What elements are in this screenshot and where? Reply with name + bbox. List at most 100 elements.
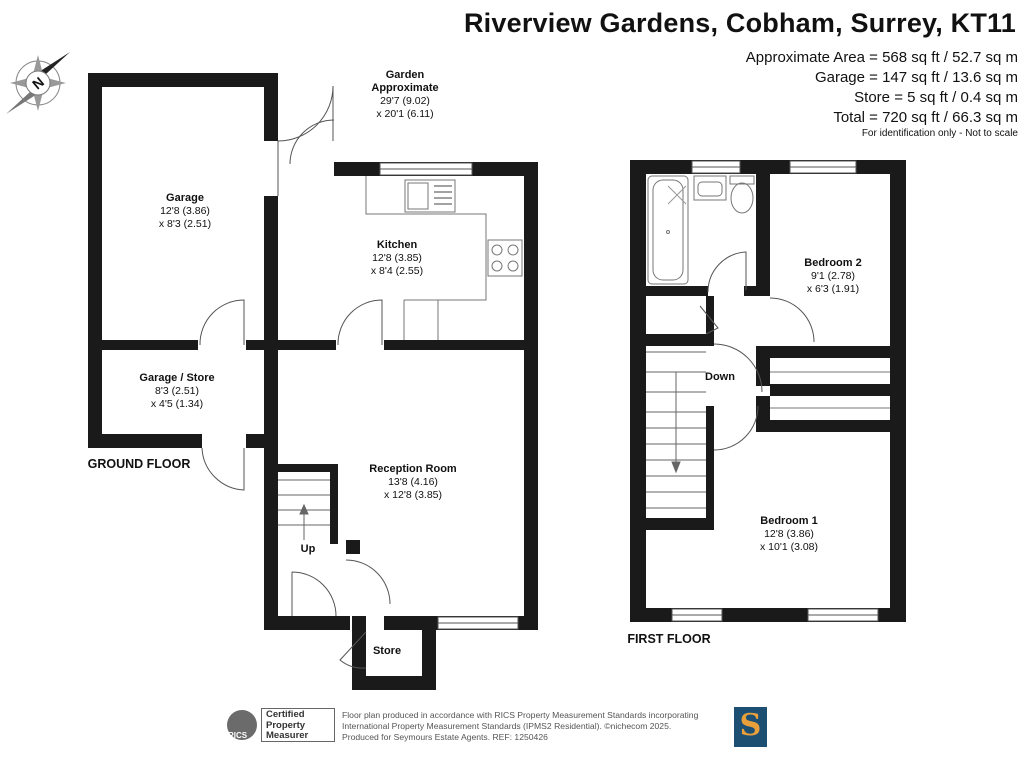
room-bedroom1-name: Bedroom 1	[760, 515, 817, 527]
door-arc	[345, 559, 391, 605]
wall	[264, 616, 350, 630]
bath-icon	[647, 175, 689, 285]
compass-north-icon: N	[6, 52, 70, 114]
room-garage-store-dim-2: x 4'5 (1.34)	[151, 398, 203, 410]
door-arc	[291, 571, 337, 617]
wall	[330, 464, 338, 544]
ground-floor-windows	[379, 162, 519, 630]
footer-disclaimer: Floor plan produced in accordance with R…	[342, 710, 732, 743]
rics-certified-badge: RICS Certified Property Measurer	[223, 708, 341, 744]
door-arc	[277, 85, 334, 142]
ground-floor-stairs	[278, 479, 330, 540]
property-title: Riverview Gardens, Cobham, Surrey, KT11	[463, 8, 1016, 38]
sink-icon	[404, 179, 456, 213]
wall	[246, 340, 276, 350]
wall	[770, 384, 890, 396]
door-arc	[289, 119, 335, 165]
room-bedroom2-dim-1: 9'1 (2.78)	[811, 270, 855, 282]
wall	[88, 434, 202, 448]
room-bedroom1-dim-1: 12'8 (3.86)	[764, 528, 814, 540]
wall	[352, 616, 366, 690]
agent-logo: S	[734, 707, 767, 747]
garden-label: Garden	[386, 69, 425, 81]
wall	[384, 340, 530, 350]
room-store-name: Store	[373, 645, 401, 657]
wall	[890, 160, 906, 622]
wall	[630, 160, 906, 174]
floor-plan-drawing: N	[6, 52, 906, 690]
room-kitchen-dim-2: x 8'4 (2.55)	[371, 265, 423, 277]
room-bedroom1-dim-2: x 10'1 (3.08)	[760, 541, 818, 553]
area-total: Total = 720 sq ft / 66.3 sq m	[833, 109, 1018, 126]
first-floor-stairs	[646, 351, 706, 509]
scale-disclaimer: For identification only - Not to scale	[861, 128, 1018, 139]
wall	[346, 540, 360, 554]
room-reception-dim-2: x 12'8 (3.85)	[384, 489, 442, 501]
room-garage-name: Garage	[166, 192, 204, 204]
door-arc	[337, 299, 383, 346]
rics-logo-icon	[227, 710, 257, 740]
rics-line-1: Certified	[266, 709, 305, 720]
door-arc	[707, 251, 747, 293]
wall	[88, 73, 278, 87]
ground-floor-labels: Garden Approximate 29'7 (9.02) x 20'1 (6…	[88, 69, 457, 657]
ground-floor-plan	[88, 73, 538, 690]
garden-label-approx: Approximate	[371, 82, 438, 94]
area-garage: Garage = 147 sq ft / 13.6 sq m	[814, 69, 1018, 86]
ground-floor-doors	[199, 85, 391, 669]
room-reception-name: Reception Room	[369, 463, 457, 475]
room-garage-dim-1: 12'8 (3.86)	[160, 205, 210, 217]
kitchen-fixtures	[365, 176, 523, 340]
wall	[88, 340, 198, 350]
agent-logo-letter: S	[739, 708, 762, 743]
garden-dim-2: x 20'1 (6.11)	[376, 108, 433, 120]
door-arc	[713, 343, 763, 393]
wall	[276, 340, 336, 350]
wall	[630, 160, 646, 622]
wall	[264, 196, 278, 454]
wall	[706, 406, 714, 530]
ground-floor-label: GROUND FLOOR	[88, 457, 191, 471]
first-floor-label: FIRST FLOOR	[627, 632, 710, 646]
room-bedroom2-dim-2: x 6'3 (1.91)	[807, 283, 859, 295]
toilet-icon	[729, 175, 755, 185]
room-kitchen-name: Kitchen	[377, 239, 418, 251]
basin-icon	[693, 175, 727, 201]
wall	[756, 346, 770, 386]
garden-dim-1: 29'7 (9.02)	[380, 95, 430, 107]
door-arc	[199, 299, 245, 346]
wall	[422, 616, 436, 690]
wall	[88, 73, 102, 448]
door-arc	[201, 447, 245, 491]
bathroom-fixtures	[647, 175, 755, 285]
first-floor-doors	[699, 251, 815, 451]
room-reception-dim-1: 13'8 (4.16)	[388, 476, 438, 488]
room-kitchen-dim-1: 12'8 (3.85)	[372, 252, 422, 264]
room-garage-store-dim-1: 8'3 (2.51)	[155, 385, 199, 397]
footer-line-1: Floor plan produced in accordance with R…	[342, 710, 699, 720]
wall	[646, 334, 706, 346]
door-arc	[699, 305, 719, 335]
rics-certified-box: Certified Property Measurer	[261, 708, 335, 742]
wall	[264, 430, 278, 630]
rics-line-3: Measurer	[266, 730, 309, 741]
wall	[352, 676, 436, 690]
wall	[524, 162, 538, 630]
rics-line-2: Property	[266, 719, 306, 731]
wall	[646, 286, 708, 296]
door-arc	[339, 631, 367, 669]
door-arc	[769, 297, 815, 343]
rics-word: RICS	[228, 731, 248, 740]
room-garage-store-name: Garage / Store	[139, 372, 214, 384]
first-floor-labels: Bedroom 2 9'1 (2.78) x 6'3 (1.91) Bedroo…	[627, 257, 861, 646]
footer-line-3: Produced for Seymours Estate Agents. REF…	[342, 732, 548, 742]
wall	[646, 518, 714, 530]
area-summary: Approximate Area = 568 sq ft / 52.7 sq m…	[746, 48, 1018, 128]
wall	[756, 420, 890, 432]
area-store: Store = 5 sq ft / 0.4 sq m	[854, 89, 1018, 106]
hob-icon	[487, 239, 523, 277]
wall	[770, 346, 890, 358]
room-garage-dim-2: x 8'3 (2.51)	[159, 218, 211, 230]
wall	[264, 73, 278, 141]
door-arc	[713, 405, 759, 451]
